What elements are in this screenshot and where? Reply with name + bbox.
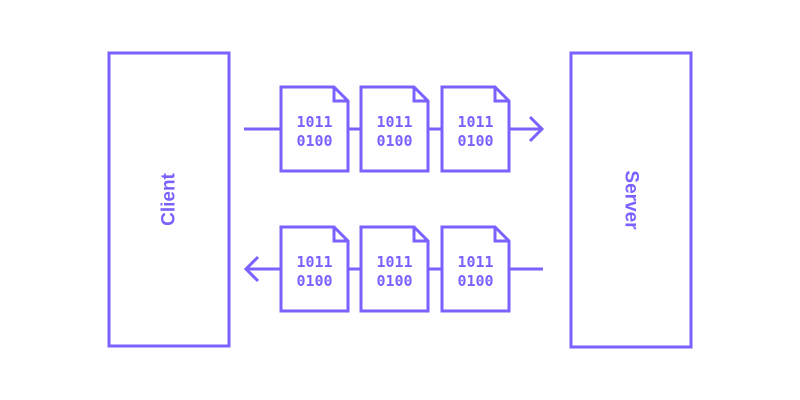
packet: 1011 0100 [359,225,430,313]
file-icon [279,85,350,173]
flow-client-to-server: 1011 0100 1011 0100 1011 0100 [244,85,545,173]
file-icon [359,225,430,313]
client-label: Client [159,172,180,225]
packet-bits-line1: 1011 [296,253,332,271]
packet-bits-line1: 1011 [376,113,412,131]
server-node: Server [569,51,693,349]
packet-bits-line2: 0100 [376,272,412,290]
client-box [107,51,231,348]
client-node: Client [107,51,231,348]
file-icon [440,225,511,313]
server-box [569,51,693,349]
packet-bits-line1: 1011 [457,253,493,271]
request-arrowhead [528,115,545,143]
packet-bits-line2: 0100 [296,132,332,150]
packet-bits-line2: 0100 [457,132,493,150]
packet: 1011 0100 [279,85,350,173]
packet-bits-line2: 0100 [296,272,332,290]
response-arrowhead [243,255,260,283]
file-icon [279,225,350,313]
packet-bits-line2: 0100 [376,132,412,150]
packet: 1011 0100 [440,85,511,173]
packet-bits-line2: 0100 [457,272,493,290]
packet-bits-line1: 1011 [457,113,493,131]
flow-server-to-client: 1011 0100 1011 0100 1011 0100 [243,225,543,313]
server-label: Server [621,170,642,230]
file-icon [440,85,511,173]
packet-bits-line1: 1011 [296,113,332,131]
packet: 1011 0100 [440,225,511,313]
packet: 1011 0100 [359,85,430,173]
file-icon [359,85,430,173]
packet-bits-line1: 1011 [376,253,412,271]
packet: 1011 0100 [279,225,350,313]
